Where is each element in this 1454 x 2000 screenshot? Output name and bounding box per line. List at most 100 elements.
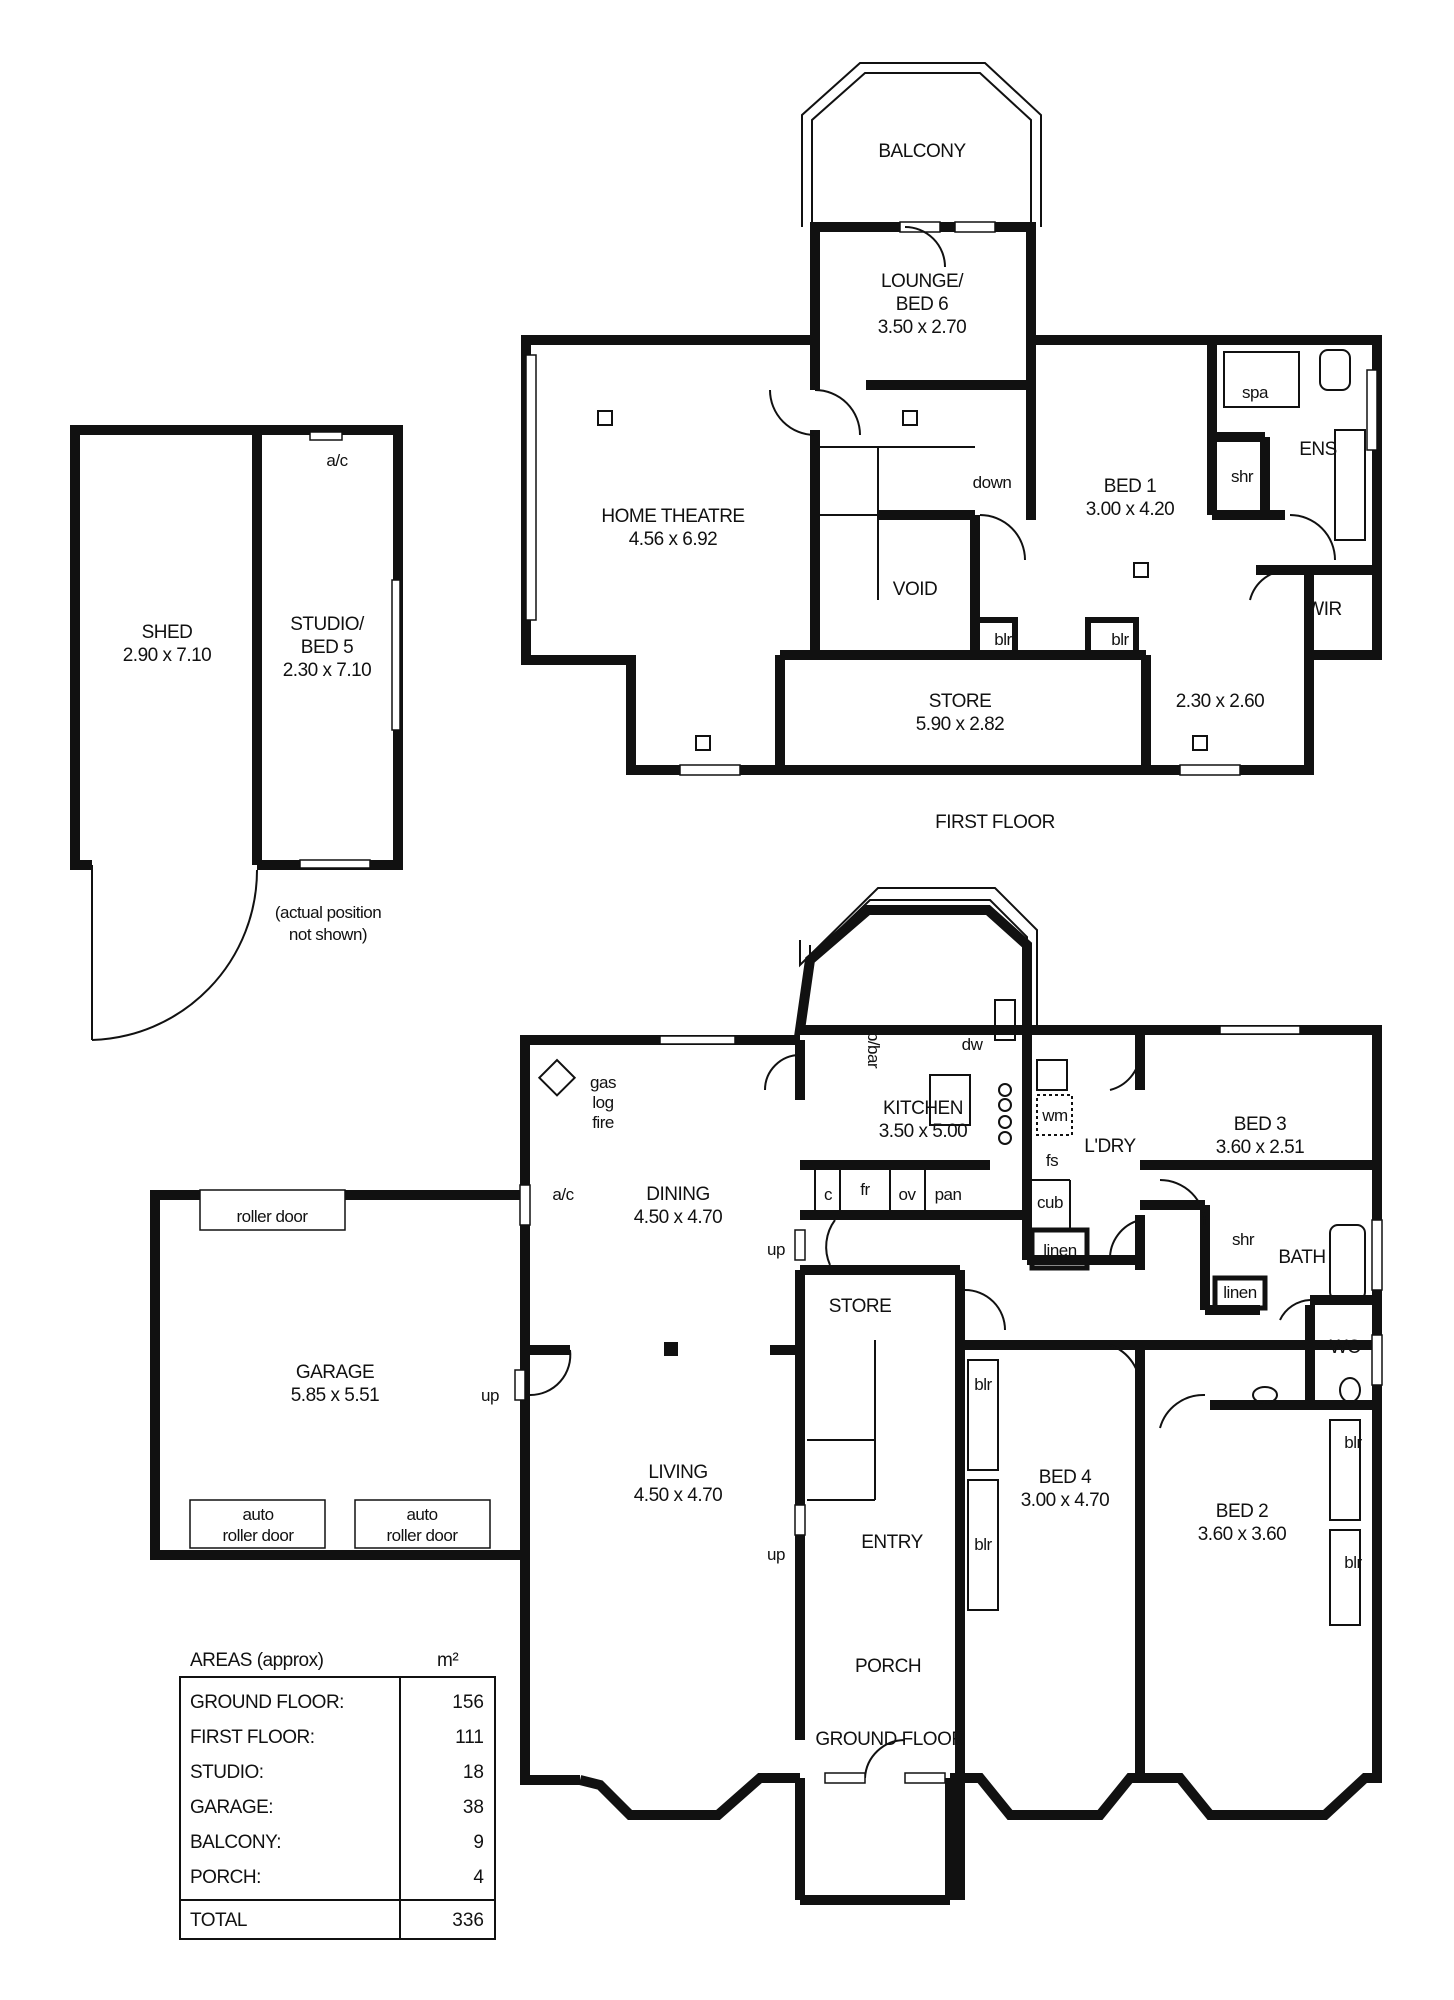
blr-label-1: blr [974, 1375, 992, 1394]
bed3-dimensions: 3.60 x 2.51 [1216, 1137, 1305, 1158]
shower-label: shr [1231, 467, 1254, 486]
shed-dimensions: 2.90 x 7.10 [123, 645, 212, 666]
blr-label-4: blr [1344, 1553, 1362, 1572]
ground-floor-stairs [807, 1340, 876, 1501]
area-total-value: 336 [452, 1910, 484, 1931]
area-row-value: 38 [463, 1797, 484, 1818]
shed-label: SHED [142, 622, 193, 643]
entry-label: ENTRY [861, 1532, 923, 1553]
auto-roller-door-1-line2: roller door [222, 1526, 294, 1545]
up-label-b: up [481, 1386, 499, 1405]
kitchen-label: KITCHEN [883, 1098, 963, 1119]
blr-label-b: blr [1111, 630, 1129, 649]
bed3-label: BED 3 [1234, 1114, 1286, 1135]
pantry-label: pan [935, 1185, 962, 1204]
shower-label-ground: shr [1232, 1230, 1255, 1249]
bed1-dimensions: 3.00 x 4.20 [1086, 499, 1175, 520]
area-row-label: STUDIO: [190, 1762, 264, 1783]
laundry-label: L'DRY [1084, 1136, 1136, 1157]
ground-store-label: STORE [829, 1296, 892, 1317]
dining-label: DINING [646, 1184, 710, 1205]
dining-ac-label: a/c [552, 1185, 574, 1204]
area-row-value: 18 [463, 1762, 484, 1783]
bed2-label: BED 2 [1216, 1501, 1268, 1522]
garage-label: GARAGE [296, 1362, 374, 1383]
gas-fire-label-3: fire [592, 1113, 614, 1132]
first-floor-outer-wall [521, 222, 1382, 775]
room-dimensions: 2.30 x 2.60 [1176, 691, 1265, 712]
position-note-2: not shown) [289, 925, 367, 944]
areas-heading: AREAS (approx) [190, 1650, 324, 1671]
first-floor [521, 62, 1382, 776]
bed4-label: BED 4 [1039, 1467, 1092, 1488]
store-dimensions: 5.90 x 2.82 [916, 714, 1005, 735]
up-label-a: up [767, 1240, 785, 1259]
garage-dimensions: 5.85 x 5.51 [291, 1385, 380, 1406]
store-label: STORE [929, 691, 992, 712]
washing-machine-label: wm [1041, 1106, 1068, 1125]
lounge-dimensions: 3.50 x 2.70 [878, 317, 967, 338]
fs-label: fs [1046, 1151, 1058, 1170]
blr-label-a: blr [994, 630, 1012, 649]
fridge-label: fr [860, 1180, 870, 1199]
gas-fire-label-1: gas [590, 1073, 616, 1092]
home-theatre-dimensions: 4.56 x 6.92 [629, 529, 718, 550]
dishwasher-label: dw [962, 1035, 984, 1054]
position-note-1: (actual position [275, 903, 381, 922]
oven-label: ov [899, 1185, 917, 1204]
wir-label: WIR [1306, 599, 1341, 620]
dining-dimensions: 4.50 x 4.70 [634, 1207, 723, 1228]
first-floor-caption: FIRST FLOOR [935, 812, 1055, 833]
first-floor-stairs [820, 446, 975, 600]
blr-label-2: blr [974, 1535, 992, 1554]
roller-door-label: roller door [236, 1207, 308, 1226]
area-row-label: GROUND FLOOR: [190, 1692, 344, 1713]
kitchen-dimensions: 3.50 x 5.00 [879, 1121, 968, 1142]
ensuite-label: ENS [1299, 439, 1337, 460]
balcony-rail [801, 62, 1042, 227]
breakfast-bar-label: b/bar [864, 1032, 883, 1069]
porch-label: PORCH [855, 1656, 921, 1677]
area-row-label: FIRST FLOOR: [190, 1727, 315, 1748]
bed2-dimensions: 3.60 x 3.60 [1198, 1524, 1287, 1545]
area-row-label: PORCH: [190, 1867, 261, 1888]
home-theatre-label: HOME THEATRE [601, 506, 744, 527]
cupboard-c-label: c [824, 1185, 833, 1204]
auto-roller-door-1-line1: auto [242, 1505, 273, 1524]
area-row-value: 4 [473, 1867, 484, 1888]
area-total-label: TOTAL [190, 1910, 247, 1931]
linen-label-b: linen [1223, 1283, 1256, 1302]
ceiling-light-markers [597, 410, 1208, 751]
wc-label: WC [1330, 1337, 1361, 1358]
areas-unit: m² [437, 1650, 458, 1671]
living-label: LIVING [648, 1462, 707, 1483]
auto-roller-door-2-line1: auto [406, 1505, 437, 1524]
studio-ac-label: a/c [326, 451, 348, 470]
area-row-label: BALCONY: [190, 1832, 281, 1853]
studio-label-1: STUDIO/ [290, 614, 365, 635]
living-dimensions: 4.50 x 4.70 [634, 1485, 723, 1506]
ground-floor [150, 887, 1383, 1905]
lounge-label-1: LOUNGE/ [881, 271, 964, 292]
studio-label-2: BED 5 [301, 637, 353, 658]
area-row-value: 9 [473, 1832, 484, 1853]
studio-dimensions: 2.30 x 7.10 [283, 660, 372, 681]
bed1-label: BED 1 [1104, 476, 1156, 497]
ground-floor-caption: GROUND FLOOR [815, 1729, 964, 1750]
shed-studio [70, 425, 403, 1041]
bed4-dimensions: 3.00 x 4.70 [1021, 1490, 1110, 1511]
cupboard-label: cub [1037, 1193, 1063, 1212]
gas-fire-label-2: log [592, 1093, 613, 1112]
spa-label: spa [1242, 383, 1269, 402]
area-row-value: 111 [455, 1727, 484, 1748]
area-row-value: 156 [452, 1692, 484, 1713]
bath-label: BATH [1278, 1247, 1325, 1268]
areas-table: AREAS (approx) m² GROUND FLOOR: 156 FIRS… [179, 1650, 496, 1940]
blr-label-3: blr [1344, 1433, 1362, 1452]
auto-roller-door-2-line2: roller door [386, 1526, 458, 1545]
down-label: down [973, 473, 1012, 492]
linen-label-a: linen [1043, 1241, 1076, 1260]
area-row-label: GARAGE: [190, 1797, 273, 1818]
